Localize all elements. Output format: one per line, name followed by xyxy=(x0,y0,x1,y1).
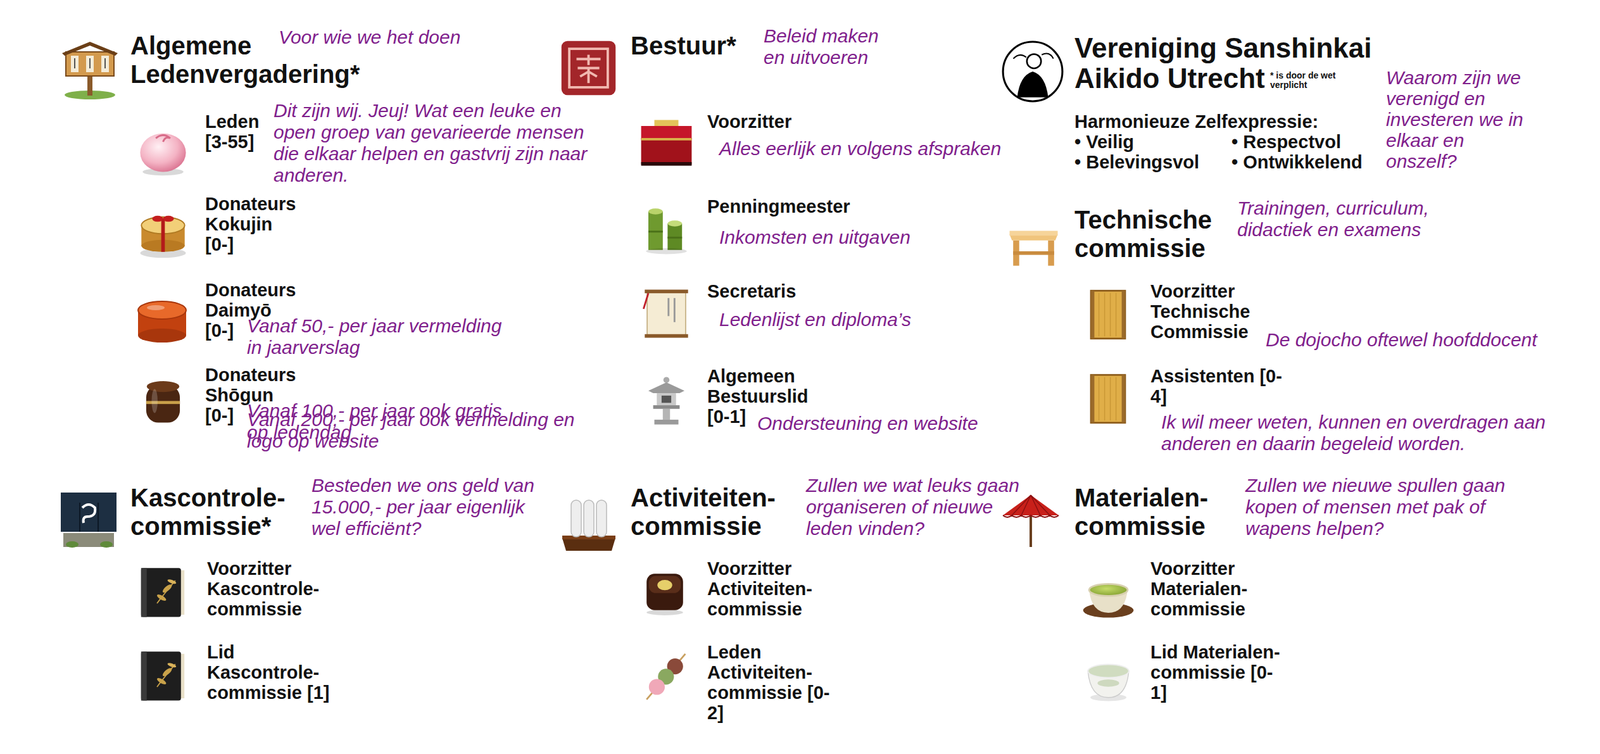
dango-icon xyxy=(646,654,686,700)
role-entry: PenningmeesterInkomsten en uitgaven xyxy=(707,196,1102,251)
handwritten-note: Vanaf 200,- per jaar ook vermelding en l… xyxy=(246,409,589,453)
seal-icon xyxy=(561,41,617,96)
role-entry: Donateurs Kokujin [0-] Vanaf 50,- per jaa… xyxy=(205,193,516,361)
noren-icon xyxy=(60,492,117,548)
role-entry: Donateurs Shōgun [0-]Vanaf 200,- per jaa… xyxy=(205,364,592,455)
jubako-icon xyxy=(641,120,693,166)
mochi-icon xyxy=(139,133,186,177)
section-group: Materialen- commissieZullen we nieuwe sp… xyxy=(1074,483,1527,708)
scroll-icon xyxy=(643,289,688,339)
value-bullet: • Veilig xyxy=(1074,131,1224,152)
teabowl-icon xyxy=(1083,583,1134,618)
tatami-icon xyxy=(1090,374,1126,423)
section-group: Activiteiten- commissieZullen we wat leu… xyxy=(630,483,1024,729)
role-entry: Voorzitter Technische CommissieDe dojoch… xyxy=(1150,281,1585,354)
daimyo-icon xyxy=(138,301,187,343)
shogun-icon xyxy=(146,381,180,423)
handwritten-note: Zullen we wat leuks gaan organiseren of … xyxy=(806,474,1022,540)
handwritten-note: De dojocho oftewel hoofddocent xyxy=(1265,329,1583,351)
role-name: Penningmeester xyxy=(707,196,872,217)
role-entry: Voorzitter Materialen- commissie xyxy=(1150,558,1290,622)
role-name: Leden Activiteiten- commissie [0-2] xyxy=(707,642,845,724)
bamboo-icon xyxy=(645,208,687,254)
role-entry: Algemeen Bestuurslid [0-1]Ondersteuning … xyxy=(707,365,1140,437)
section-group: Technische commissieTrainingen, curricul… xyxy=(1074,205,1588,460)
section-group: Bestuur*Beleid maken en uitvoerenVoorzit… xyxy=(630,31,1143,440)
section-heading: Technische commissie xyxy=(1074,205,1240,263)
handwritten-note: Waarom zijn we verenigd en investeren we… xyxy=(1385,67,1533,172)
handwritten-note: Dit zijn wij. Jeuj! Wat een leuke en ope… xyxy=(273,100,603,187)
role-name: Voorzitter xyxy=(707,111,872,132)
role-entry: SecretarisLedenlijst en diploma’s xyxy=(707,281,1102,334)
role-name: Voorzitter Materialen- commissie xyxy=(1150,558,1288,620)
role-name: Assistenten [0-4] xyxy=(1150,365,1288,407)
diagram-title: Vereniging Sanshinkai Aikido Utrecht xyxy=(1074,32,1430,94)
value-bullet: • Ontwikkelend xyxy=(1231,151,1381,173)
role-entry: Lid Materialen- commissie [0-1] xyxy=(1150,642,1290,706)
handwritten-note: Ondersteuning en website xyxy=(757,412,1138,435)
role-name: Voorzitter Activiteiten- commissie xyxy=(707,558,845,620)
motto-heading: Harmonieuze Zelfexpressie: xyxy=(1074,111,1404,132)
role-entry: VoorzitterAlles eerlijk en volgens afspr… xyxy=(707,111,1102,163)
book-icon xyxy=(141,567,185,617)
handwritten-note: Voor wie we het doen xyxy=(278,26,545,49)
role-name: Voorzitter Kascontrole- commissie xyxy=(207,558,344,620)
role-entry: Leden Activiteiten- commissie [0-2] xyxy=(707,642,847,726)
handwritten-note: Inkomsten en uitgaven xyxy=(719,226,1100,249)
legal-footnote: * is door de wet verplicht xyxy=(1270,70,1342,90)
role-entry: Assistenten [0-4]Ik wil meer weten, kunn… xyxy=(1150,365,1569,458)
role-name: Leden [3-55] xyxy=(205,111,275,152)
role-name: Secretaris xyxy=(707,281,872,302)
umbrella-icon xyxy=(1002,495,1059,548)
tatami-icon xyxy=(1090,290,1126,339)
role-name: Lid Kascontrole- commissie [1] xyxy=(207,642,344,703)
kokujin-icon xyxy=(139,215,186,259)
sign-icon xyxy=(62,41,118,100)
lantern-icon xyxy=(648,376,685,425)
choco-icon xyxy=(646,573,684,616)
handwritten-note: Zullen we nieuwe spullen gaan kopen of m… xyxy=(1245,474,1525,540)
whitebowl-icon xyxy=(1087,664,1129,702)
handwritten-note: Trainingen, curriculum, didactiek en exa… xyxy=(1237,197,1472,241)
logo-icon xyxy=(1002,41,1063,102)
handwritten-note: Besteden we ons geld van 15.000,- per ja… xyxy=(311,474,540,540)
handwritten-note: Beleid maken en uitvoeren xyxy=(763,25,891,69)
section-heading: Activiteiten- commissie xyxy=(630,483,821,541)
handwritten-note: Alles eerlijk en volgens afspraken xyxy=(719,138,1100,160)
towels-icon xyxy=(562,500,616,551)
role-entry: Lid Kascontrole- commissie [1] xyxy=(207,642,347,706)
section-group: Kascontrole- commissie*Besteden we ons g… xyxy=(130,483,542,708)
role-name: Donateurs Kokujin [0-] xyxy=(205,193,302,255)
book-icon xyxy=(141,651,185,701)
handwritten-note: Vanaf 50,- per jaar vermelding in jaarve… xyxy=(246,315,513,359)
stool-icon xyxy=(1009,231,1059,266)
role-entry: Leden [3-55]Dit zijn wij. Jeuj! Wat een … xyxy=(205,111,606,189)
value-bullet: • Respectvol xyxy=(1231,131,1381,152)
value-bullet: • Belevingsvol xyxy=(1074,151,1224,173)
role-entry: Voorzitter Kascontrole- commissie xyxy=(207,558,347,622)
role-name: Lid Materialen- commissie [0-1] xyxy=(1150,642,1288,703)
role-entry: Voorzitter Activiteiten- commissie xyxy=(707,558,847,622)
handwritten-note: Ledenlijst en diploma’s xyxy=(719,308,1100,331)
handwritten-note: Ik wil meer weten, kunnen en overdragen … xyxy=(1161,411,1567,455)
section-heading: Materialen- commissie xyxy=(1074,483,1252,541)
section-heading: Kascontrole- commissie* xyxy=(130,483,334,541)
section-group: Algemene Ledenvergadering*Voor wie we he… xyxy=(130,31,608,458)
role-name: Donateurs Daimyō [0-] xyxy=(205,279,302,341)
